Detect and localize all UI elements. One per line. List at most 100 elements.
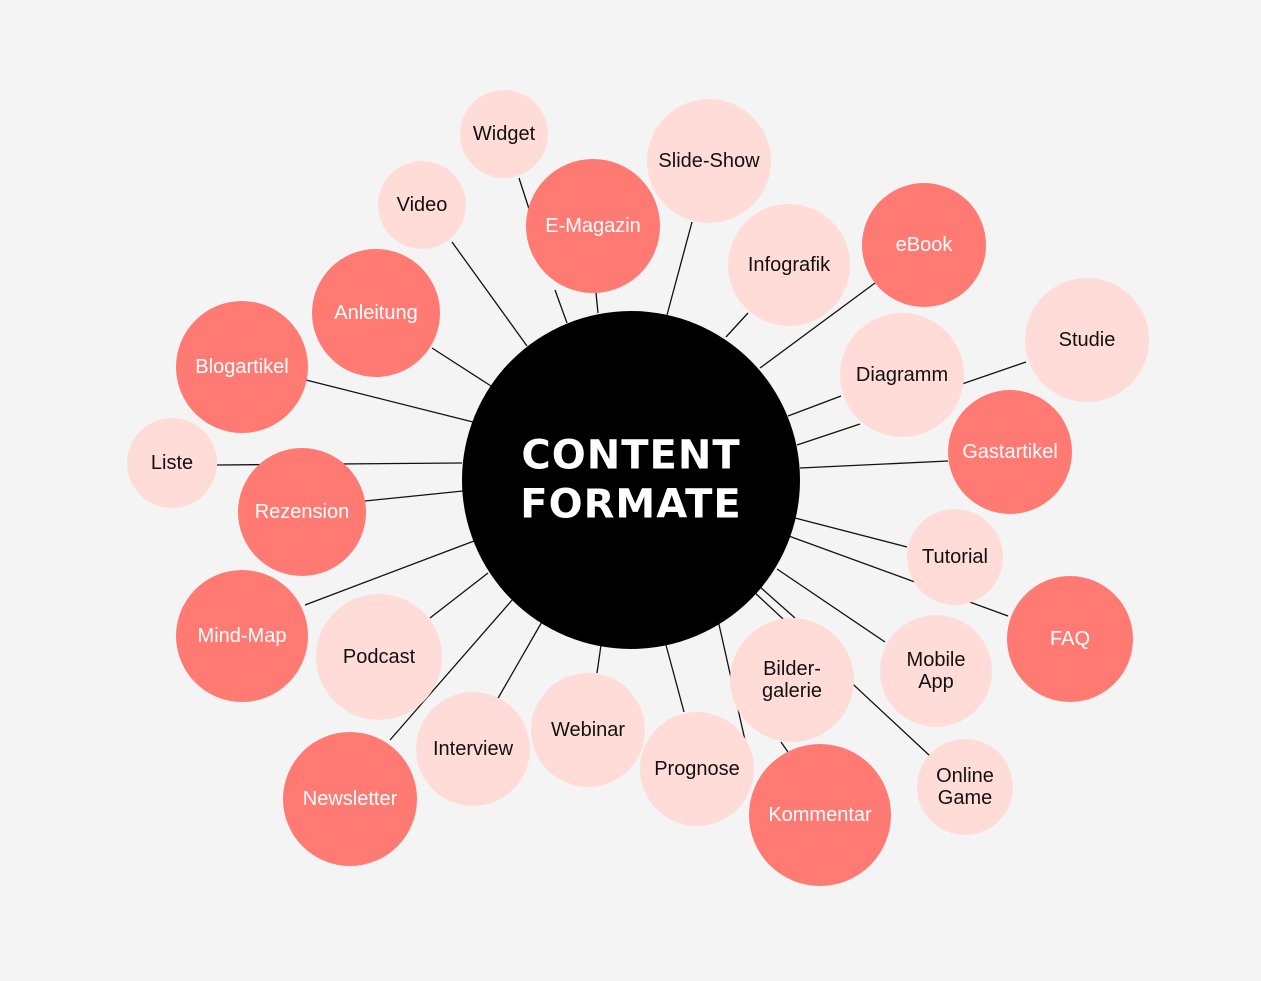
bubble-circle-bildergalerie <box>730 618 854 742</box>
connector-video <box>451 241 528 347</box>
bubble-label-online-game: Game <box>938 787 992 809</box>
bubble-circle-prognose <box>640 712 754 826</box>
connector-faq <box>785 534 1009 617</box>
bubble-circle-blogartikel <box>176 301 308 433</box>
bubble-label-rezension: Rezension <box>255 501 350 523</box>
bubble-label-gastartikel: Gastartikel <box>962 441 1058 463</box>
bubble-circle-mobile-app <box>880 615 992 727</box>
bubble-label-newsletter: Newsletter <box>303 788 398 810</box>
bubble-podcast: Podcast <box>316 594 442 720</box>
bubble-circle-faq <box>1007 576 1133 702</box>
connector-anleitung <box>431 347 492 387</box>
bubble-circle-infografik <box>728 204 850 326</box>
bubble-circle-interview <box>416 692 530 806</box>
bubble-diagramm: Diagramm <box>840 313 964 437</box>
connector-infografik <box>725 312 749 338</box>
bubble-mind-map: Mind-Map <box>176 570 308 702</box>
bubble-e-magazin: E-Magazin <box>526 159 660 293</box>
bubble-gastartikel: Gastartikel <box>948 390 1072 514</box>
bubble-label-ebook: eBook <box>896 234 954 256</box>
bubble-label-interview: Interview <box>433 738 514 760</box>
bubble-label-online-game: Online <box>936 765 994 787</box>
bubble-ebook: eBook <box>862 183 986 307</box>
connector-bildergalerie-1 <box>759 586 796 619</box>
bubble-liste: Liste <box>127 418 217 508</box>
bubble-kommentar: Kommentar <box>749 744 891 886</box>
bubble-newsletter: Newsletter <box>283 732 417 866</box>
bubble-slide-show: Slide-Show <box>647 99 771 223</box>
connector-widget <box>518 177 531 213</box>
connector-tutorial <box>794 517 908 548</box>
bubble-circle-video <box>378 161 466 249</box>
bubble-label-liste: Liste <box>151 452 193 474</box>
bubble-circle-tutorial <box>907 509 1003 605</box>
bubble-interview: Interview <box>416 692 530 806</box>
connector-diagramm-2 <box>796 423 861 446</box>
bubble-circle-online-game <box>917 739 1013 835</box>
connector-e-magazin-1 <box>554 289 568 324</box>
connector-mind-map <box>304 540 475 606</box>
connector-rezension <box>364 490 464 502</box>
connector-blogartikel <box>305 379 474 423</box>
bubble-label-studie: Studie <box>1059 329 1116 351</box>
connector-gastartikel <box>799 460 949 469</box>
connector-interview <box>496 619 544 701</box>
bubble-label-video: Video <box>397 194 448 216</box>
bubble-label-blogartikel: Blogartikel <box>195 356 288 378</box>
bubble-label-diagramm: Diagramm <box>856 364 948 386</box>
bubble-label-widget: Widget <box>473 123 536 145</box>
bubble-video: Video <box>378 161 466 249</box>
bubble-label-webinar: Webinar <box>551 719 625 741</box>
bubble-circle-diagramm <box>840 313 964 437</box>
bubble-circle-liste <box>127 418 217 508</box>
bubble-blogartikel: Blogartikel <box>176 301 308 433</box>
bubble-circle-kommentar <box>749 744 891 886</box>
bubble-circle-webinar <box>531 673 645 787</box>
bubble-circle-e-magazin <box>526 159 660 293</box>
bubble-infografik: Infografik <box>728 204 850 326</box>
bubble-label-kommentar: Kommentar <box>768 804 872 826</box>
bubble-prognose: Prognose <box>640 712 754 826</box>
bubble-circle-slide-show <box>647 99 771 223</box>
connector-slide-show <box>666 221 693 316</box>
bubble-label-podcast: Podcast <box>343 646 416 668</box>
connector-diagramm-1 <box>787 395 842 417</box>
center-title-line: FORMATE <box>520 482 741 528</box>
bubble-widget: Widget <box>460 90 548 178</box>
bubble-circle-newsletter <box>283 732 417 866</box>
bubble-circle-ebook <box>862 183 986 307</box>
bubble-tutorial: Tutorial <box>907 509 1003 605</box>
bubble-circle-studie <box>1025 278 1149 402</box>
bubble-label-faq: FAQ <box>1050 628 1090 650</box>
connector-newsletter <box>389 598 514 741</box>
bubble-label-bildergalerie: Bilder- <box>763 658 821 680</box>
center-title-line: CONTENT <box>521 433 740 479</box>
bubble-label-prognose: Prognose <box>654 758 740 780</box>
bubble-circle-mind-map <box>176 570 308 702</box>
bubble-label-bildergalerie: galerie <box>762 680 822 702</box>
bubble-label-mind-map: Mind-Map <box>198 625 287 647</box>
bubble-label-e-magazin: E-Magazin <box>545 215 641 237</box>
bubble-circle-anleitung <box>312 249 440 377</box>
connector-prognose <box>665 644 685 713</box>
bubble-circle-podcast <box>316 594 442 720</box>
connector-studie <box>961 361 1027 385</box>
bubble-label-mobile-app: App <box>918 671 954 693</box>
bubble-rezension: Rezension <box>238 448 366 576</box>
connector-mobile-app <box>776 568 886 643</box>
bubble-webinar: Webinar <box>531 673 645 787</box>
bubble-circle-rezension <box>238 448 366 576</box>
connector-podcast <box>429 572 489 619</box>
bubble-studie: Studie <box>1025 278 1149 402</box>
connector-ebook <box>759 282 876 369</box>
bubble-label-slide-show: Slide-Show <box>658 150 760 172</box>
bubble-label-tutorial: Tutorial <box>922 546 988 568</box>
connector-webinar <box>596 644 602 674</box>
connector-e-magazin-2 <box>595 292 599 314</box>
bubble-circle-gastartikel <box>948 390 1072 514</box>
